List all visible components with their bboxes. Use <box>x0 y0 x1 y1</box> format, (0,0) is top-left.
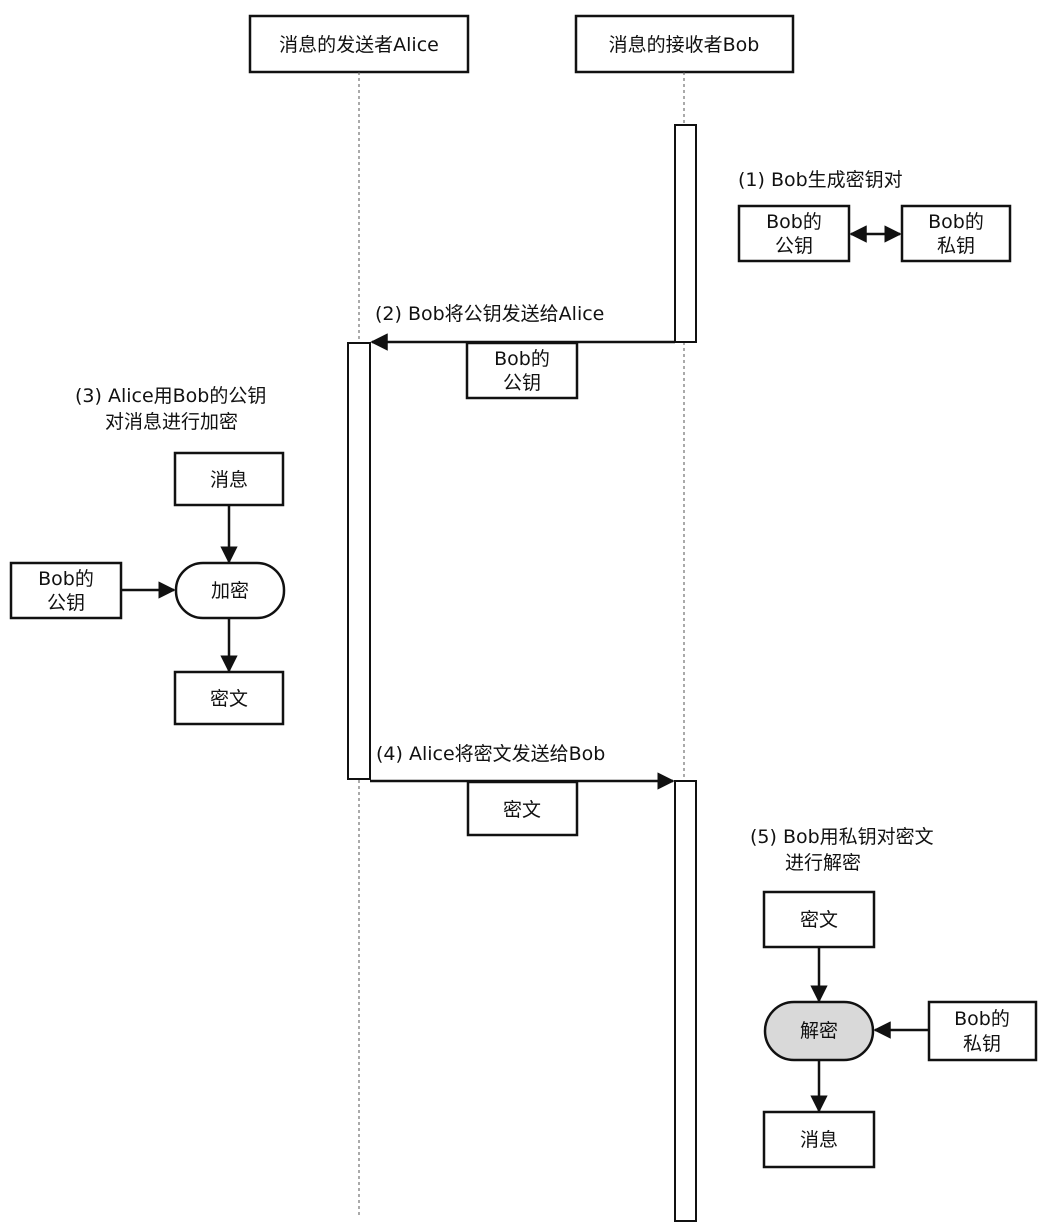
step5-label-line2: 进行解密 <box>785 852 861 874</box>
encrypt-key-line1: Bob的 <box>38 568 94 590</box>
ciphertext-label-step3: 密文 <box>210 688 248 710</box>
bob-private-key-line2: 私钥 <box>937 235 975 257</box>
activation-bob-1 <box>674 124 697 343</box>
bob-public-key-line2: 公钥 <box>775 235 813 257</box>
bob-private-key-box-step5: Bob的 私钥 <box>927 1000 1038 1062</box>
sent-public-key-line2: 公钥 <box>503 372 541 394</box>
message-label-step3: 消息 <box>210 469 248 491</box>
participant-bob: 消息的接收者Bob <box>574 14 795 74</box>
bob-public-key-box-step1: Bob的 公钥 <box>737 204 851 263</box>
step3-label-line2: 对消息进行加密 <box>105 411 238 433</box>
ciphertext-box-step3: 密文 <box>173 670 285 726</box>
step4-label: (4) Alice将密文发送给Bob <box>376 743 605 765</box>
step5-label-line1: (5) Bob用私钥对密文 <box>750 826 934 848</box>
participant-alice: 消息的发送者Alice <box>248 14 470 74</box>
participant-alice-label: 消息的发送者Alice <box>279 34 439 56</box>
ciphertext-box-step5: 密文 <box>762 890 876 949</box>
participant-bob-label: 消息的接收者Bob <box>609 34 760 56</box>
ciphertext-label-step5: 密文 <box>800 909 838 931</box>
bob-public-key-box-step3: Bob的 公钥 <box>9 561 123 620</box>
step1-label: (1) Bob生成密钥对 <box>738 169 903 191</box>
bob-public-key-line1: Bob的 <box>766 211 822 233</box>
encrypt-process: 加密 <box>174 561 286 620</box>
ciphertext-label-step4: 密文 <box>503 799 541 821</box>
ciphertext-box-step4: 密文 <box>466 780 579 837</box>
bob-private-key-box-step1: Bob的 私钥 <box>900 204 1012 263</box>
decrypt-key-line2: 私钥 <box>963 1033 1001 1055</box>
encrypt-key-line2: 公钥 <box>47 592 85 614</box>
step3-label-line1: (3) Alice用Bob的公钥 <box>75 385 266 407</box>
message-label-step5: 消息 <box>800 1129 838 1151</box>
decrypt-key-line1: Bob的 <box>954 1008 1010 1030</box>
message-box-step3: 消息 <box>173 451 285 507</box>
sent-public-key-line1: Bob的 <box>494 348 550 370</box>
message-box-step5: 消息 <box>762 1110 876 1169</box>
decrypt-label: 解密 <box>800 1020 838 1042</box>
encrypt-label: 加密 <box>211 580 249 602</box>
step2-label: (2) Bob将公钥发送给Alice <box>375 303 604 325</box>
bob-private-key-line1: Bob的 <box>928 211 984 233</box>
activation-bob-2 <box>674 780 697 1222</box>
decrypt-process: 解密 <box>763 1000 875 1062</box>
activation-alice <box>347 342 371 780</box>
bob-public-key-box-step2: Bob的 公钥 <box>465 341 579 400</box>
